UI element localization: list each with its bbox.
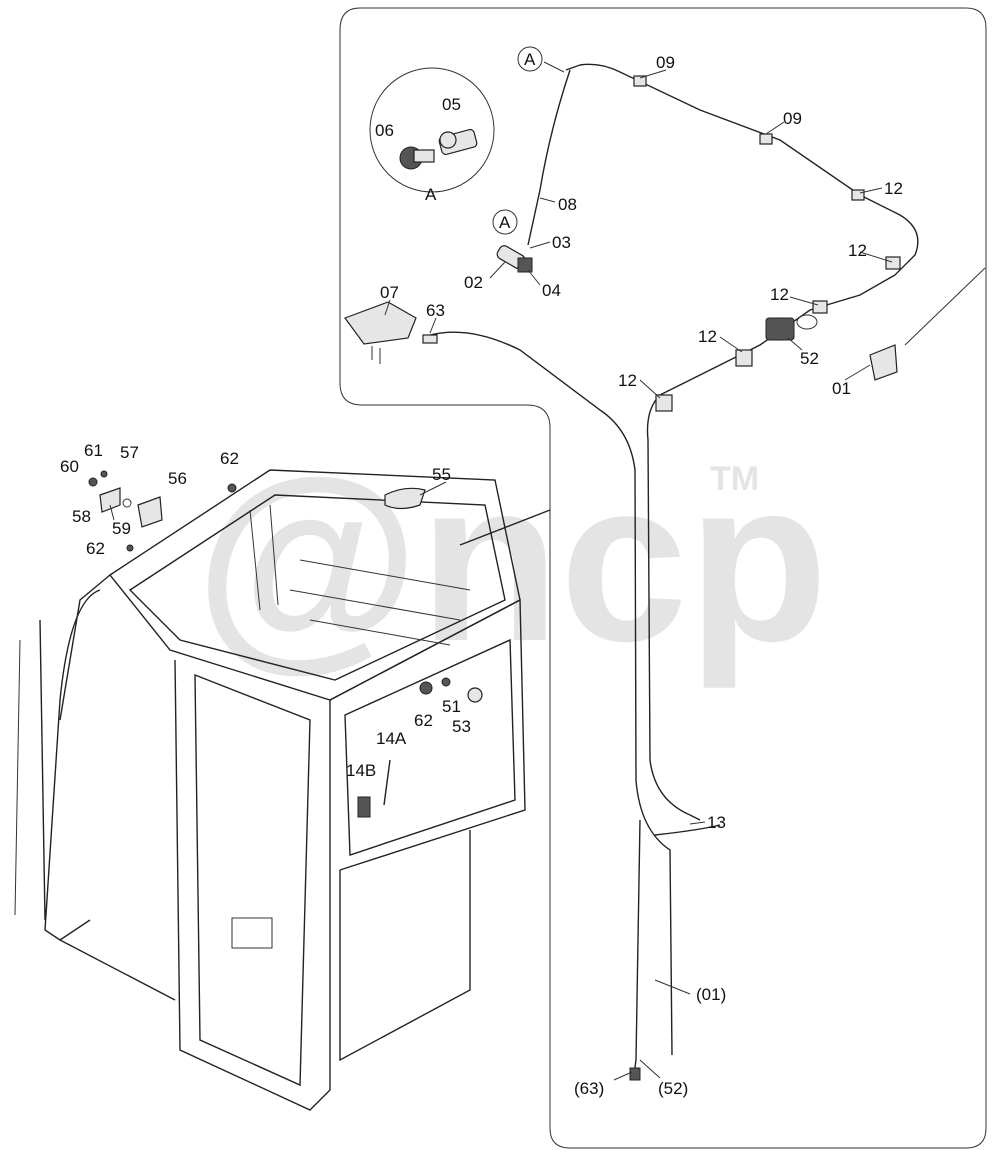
- label-62-c: 62: [414, 711, 433, 730]
- group-outline: [339, 7, 987, 1149]
- label-53: 53: [452, 717, 471, 736]
- roof-plate: [344, 301, 417, 364]
- label-14b: 14B: [346, 761, 376, 780]
- label-60: 60: [60, 457, 79, 476]
- label-12-a: 12: [884, 179, 903, 198]
- label-01-ref: (01): [696, 985, 726, 1004]
- label-62-b: 62: [220, 449, 239, 468]
- antenna-cable: [422, 63, 986, 1081]
- label-52: 52: [800, 349, 819, 368]
- leader-lines: [384, 61, 893, 1081]
- label-13: 13: [707, 813, 726, 832]
- label-12-b: 12: [848, 241, 867, 260]
- callout-a-circle-mid: [492, 209, 518, 235]
- label-58: 58: [72, 507, 91, 526]
- label-57: 57: [120, 443, 139, 462]
- label-12-e: 12: [618, 371, 637, 390]
- label-56: 56: [168, 469, 187, 488]
- label-62-a: 62: [86, 539, 105, 558]
- cab-frame: [14, 469, 551, 1111]
- label-01: 01: [832, 379, 851, 398]
- callout-a-circle-top: [517, 46, 543, 72]
- label-03: 03: [552, 233, 571, 252]
- label-12-c: 12: [770, 285, 789, 304]
- label-12-d: 12: [698, 327, 717, 346]
- label-07: 07: [380, 283, 399, 302]
- label-63: 63: [426, 301, 445, 320]
- label-06: 06: [375, 121, 394, 140]
- label-09-b: 09: [783, 109, 802, 128]
- label-61: 61: [84, 441, 103, 460]
- label-a-top: A: [524, 50, 536, 69]
- label-05: 05: [442, 95, 461, 114]
- label-08: 08: [558, 195, 577, 214]
- label-04: 04: [542, 281, 561, 300]
- detail-view-a: [369, 67, 495, 193]
- label-14a: 14A: [376, 729, 407, 748]
- label-51: 51: [442, 697, 461, 716]
- label-detail-a: A: [425, 185, 437, 204]
- svg-text:TM: TM: [710, 460, 759, 498]
- label-59: 59: [112, 519, 131, 538]
- cab-small-parts: [88, 470, 483, 818]
- label-a-mid: A: [499, 213, 511, 232]
- label-02: 02: [464, 273, 483, 292]
- label-63-ref: (63): [574, 1079, 604, 1098]
- label-09-a: 09: [656, 53, 675, 72]
- label-55: 55: [432, 465, 451, 484]
- label-52-ref: (52): [658, 1079, 688, 1098]
